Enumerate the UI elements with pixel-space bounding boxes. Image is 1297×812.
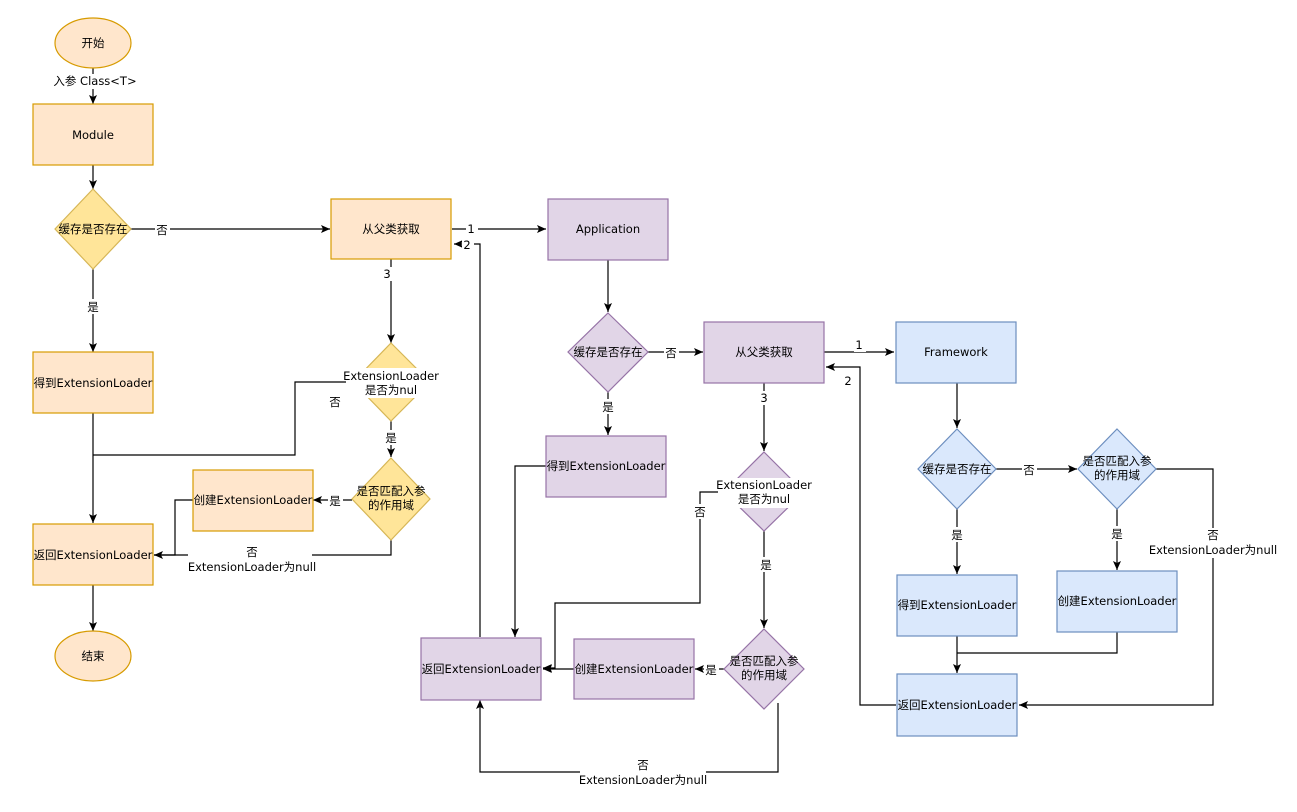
- app-null-check-label-line2: 是否为nul: [738, 492, 790, 506]
- app-scope-yes-label: 是: [705, 663, 717, 677]
- fw-scope-check-label-line1: 是否匹配入参: [1083, 454, 1152, 468]
- start-node: [54, 17, 132, 69]
- module-scope-check-node: [351, 457, 431, 541]
- module-step-2-label: 2: [463, 238, 470, 252]
- fw-scope-yes-label: 是: [1111, 527, 1123, 541]
- app-null-yes-label: 是: [760, 558, 772, 572]
- module-return-loader-label: 返回ExtensionLoader: [34, 548, 153, 562]
- app-return-loader-label: 返回ExtensionLoader: [422, 662, 541, 676]
- module-scope-yes-label: 是: [329, 494, 341, 508]
- app-cache-yes-label: 是: [602, 400, 614, 414]
- app-cache-check-label: 缓存是否存在: [574, 345, 643, 359]
- end-node: [54, 630, 132, 682]
- module-null-check-label-line2: 是否为nul: [365, 383, 417, 397]
- fw-scope-check-node: [1077, 428, 1157, 510]
- edge-fw-scope-no-to-return: [1019, 468, 1214, 709]
- module-scope-check-label-line1: 是否匹配入参: [357, 484, 426, 498]
- module-cache-check-label: 缓存是否存在: [59, 222, 128, 236]
- application-node: [547, 198, 669, 261]
- module-from-parent-label: 从父类获取: [362, 222, 420, 236]
- fw-create-loader-label: 创建ExtensionLoader: [1058, 594, 1177, 608]
- module-get-loader-label: 得到ExtensionLoader: [34, 376, 153, 390]
- fw-get-loader-node: [896, 574, 1018, 637]
- edge-fw-return-2-to-app-parent: [826, 363, 896, 706]
- app-step-2-label: 2: [844, 374, 851, 388]
- edge-labels: 入参 Class<T> 否 是 1 2 3 ExtensionLoader 是否…: [52, 74, 1277, 788]
- module-node-label: Module: [72, 128, 114, 142]
- app-scope-check-label-line2: 的作用域: [741, 668, 787, 682]
- module-scope-check-label-line2: 的作用域: [368, 498, 414, 512]
- module-from-parent-node: [330, 198, 452, 260]
- end-node-label: 结束: [82, 649, 105, 663]
- app-scope-no-label-line2: ExtensionLoader为null: [579, 773, 707, 787]
- module-node: [32, 103, 154, 166]
- app-step-3-label: 3: [760, 391, 767, 405]
- module-create-loader-label: 创建ExtensionLoader: [194, 493, 313, 507]
- app-null-check-label-line1: ExtensionLoader: [716, 478, 812, 492]
- fw-scope-check-label-line2: 的作用域: [1094, 468, 1140, 482]
- app-scope-no-label-line1: 否: [637, 758, 649, 772]
- module-scope-no-label-line2: ExtensionLoader为null: [188, 560, 316, 574]
- app-cache-check-node: [567, 312, 649, 393]
- module-step-1-label: 1: [467, 222, 474, 236]
- edge-app-get-to-return: [511, 465, 546, 637]
- fw-cache-check-node: [917, 428, 997, 510]
- fw-cache-no-label: 否: [1023, 463, 1035, 477]
- app-return-loader-node: [420, 637, 542, 701]
- fw-scope-no-label-line1: 否: [1207, 528, 1219, 542]
- module-scope-no-label-line1: 否: [246, 545, 258, 559]
- app-from-parent-label: 从父类获取: [735, 345, 793, 359]
- start-node-label: 开始: [82, 36, 105, 50]
- module-null-no-label: 否: [329, 395, 341, 409]
- application-node-label: Application: [576, 222, 640, 236]
- module-get-loader-node: [32, 351, 154, 414]
- module-cache-yes-label: 是: [87, 300, 99, 314]
- app-create-loader-label: 创建ExtensionLoader: [575, 662, 694, 676]
- app-scope-check-node: [723, 628, 805, 710]
- edge-app-return-2-to-module-parent: [454, 240, 481, 637]
- app-scope-check-label-line1: 是否匹配入参: [730, 654, 799, 668]
- app-step-1-label: 1: [855, 338, 862, 352]
- input-param-label: 入参 Class<T>: [53, 74, 136, 88]
- fw-create-loader-node: [1056, 570, 1178, 633]
- edge-create-to-return: [154, 499, 193, 559]
- module-return-loader-node: [32, 523, 154, 586]
- fw-cache-check-label: 缓存是否存在: [923, 462, 992, 476]
- edge-app-nullcheck-no-to-return: [543, 491, 724, 672]
- fw-cache-yes-label: 是: [951, 528, 963, 542]
- fw-scope-no-label-line2: ExtensionLoader为null: [1149, 543, 1277, 557]
- app-create-loader-node: [573, 638, 695, 700]
- framework-node: [895, 321, 1017, 384]
- app-from-parent-node: [703, 321, 825, 384]
- framework-node-label: Framework: [924, 345, 988, 359]
- fw-return-loader-node: [896, 673, 1018, 737]
- module-cache-check-node: [54, 188, 132, 270]
- app-cache-no-label: 否: [665, 346, 677, 360]
- module-step-3-label: 3: [383, 267, 390, 281]
- edge-fw-create-to-return: [957, 632, 1118, 654]
- fw-return-loader-label: 返回ExtensionLoader: [898, 698, 1017, 712]
- module-null-yes-label: 是: [385, 431, 397, 445]
- edge-nullcheck-no-to-return: [93, 381, 353, 456]
- app-null-no-label: 否: [694, 505, 706, 519]
- app-get-loader-node: [545, 435, 667, 498]
- fw-get-loader-label: 得到ExtensionLoader: [898, 598, 1017, 612]
- module-create-loader-node: [192, 469, 314, 532]
- module-null-check-label-line1: ExtensionLoader: [343, 369, 439, 383]
- app-get-loader-label: 得到ExtensionLoader: [547, 459, 666, 473]
- module-cache-no-label: 否: [156, 223, 168, 237]
